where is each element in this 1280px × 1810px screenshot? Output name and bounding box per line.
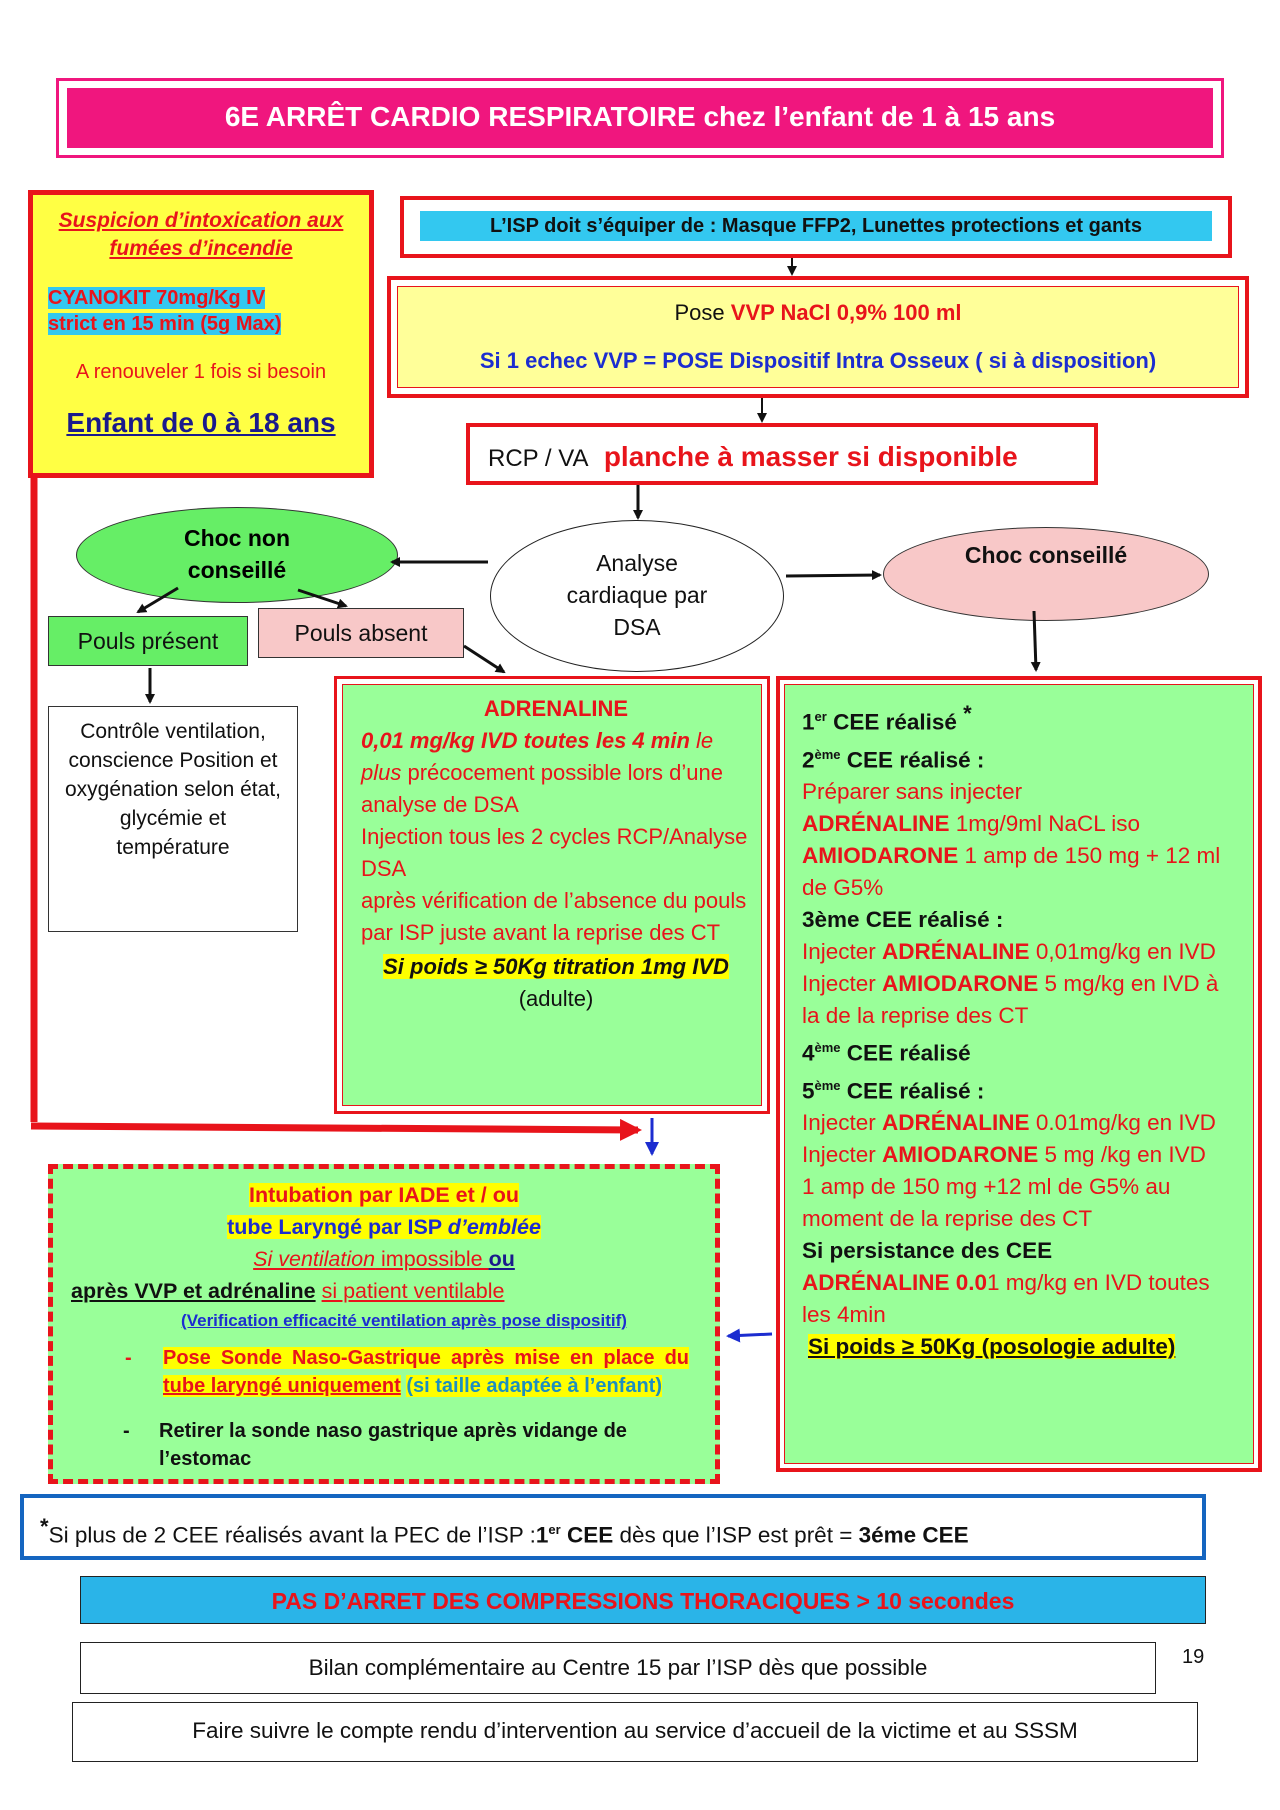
cee-box: 1er CEE réalisé * 2ème CEE réalisé : Pré… <box>776 676 1262 1472</box>
cee-5: 5ème CEE réalisé : <box>802 1077 985 1104</box>
adrenaline-dose: 0,01 mg/kg IVD toutes les 4 min le plus … <box>361 728 723 817</box>
cyanokit-line-2: strict en 15 min (5g Max) <box>48 313 282 335</box>
intub-l6: - Pose Sonde Naso-Gastrique après mise e… <box>125 1347 689 1397</box>
page-number: 19 <box>1182 1646 1205 1668</box>
cee-amio-3: Injecter AMIODARONE 5 mg/kg en IVD à la … <box>802 971 1219 1028</box>
cee-poids: Si poids ≥ 50Kg (posologie adulte) <box>808 1334 1176 1359</box>
pas-arret-banner: PAS D’ARRET DES COMPRESSIONS THORACIQUES… <box>80 1576 1206 1624</box>
vvp-box: Pose VVP NaCl 0,9% 100 ml Si 1 echec VVP… <box>387 276 1249 398</box>
intub-l1: Intubation par IADE et / ou <box>249 1183 519 1207</box>
adrenaline-box: ADRENALINE 0,01 mg/kg IVD toutes les 4 m… <box>334 676 770 1114</box>
cee-amio-prep: AMIODARONE 1 amp de 150 mg + 12 ml de G5… <box>802 843 1221 900</box>
choc-conseille-ellipse: Choc conseillé <box>883 527 1209 621</box>
footnote-text: *Si plus de 2 CEE réalisés avant la PEC … <box>40 1514 969 1548</box>
cee-4: 4ème CEE réalisé <box>802 1040 971 1066</box>
intub-l7: - Retirer la sonde naso gastrique après … <box>123 1420 627 1470</box>
cee-3: 3ème CEE réalisé : <box>802 907 1004 932</box>
intox-box: Suspicion d’intoxication aux fumées d’in… <box>28 190 374 478</box>
adrenaline-cycles: Injection tous les 2 cycles RCP/Analyse … <box>361 824 748 881</box>
cee-adr-persist: ADRÉNALINE 0.01 mg/kg en IVD toutes les … <box>802 1270 1210 1327</box>
rcp-planche: planche à masser si disponible <box>603 441 1018 472</box>
cee-1: 1er CEE réalisé * <box>802 701 972 735</box>
cee-amp: 1 amp de 150 mg +12 ml de G5% au moment … <box>802 1174 1171 1231</box>
intubation-box: Intubation par IADE et / ou tube Laryngé… <box>48 1164 720 1484</box>
rcp-label: RCP / VA <box>488 445 588 472</box>
intub-l2: tube Laryngé par ISP d’emblée <box>227 1215 541 1239</box>
cyanokit-line-1: CYANOKIT 70mg/Kg IV <box>48 287 266 309</box>
vvp-fail: Si 1 echec VVP = POSE Dispositif Intra O… <box>479 348 1157 373</box>
equip-text: L’ISP doit s’équiper de : Masque FFP2, L… <box>420 211 1212 241</box>
pouls-absent-box: Pouls absent <box>258 608 464 658</box>
age-text: Enfant de 0 à 18 ans <box>66 407 336 438</box>
adrenaline-poids: Si poids ≥ 50Kg titration 1mg IVD (adult… <box>383 954 729 1011</box>
pouls-present-box: Pouls présent <box>48 616 248 666</box>
analyse-ellipse: Analyse cardiaque par DSA <box>490 520 784 672</box>
adrenaline-heading: ADRENALINE <box>483 696 629 721</box>
adrenaline-verif: après vérification de l’absence du pouls… <box>361 888 747 945</box>
rcp-box: RCP / VA planche à masser si disponible <box>466 423 1098 485</box>
cee-adr-5: Injecter ADRÉNALINE 0.01mg/kg en IVD <box>802 1110 1216 1135</box>
cee-persist: Si persistance des CEE <box>802 1238 1053 1263</box>
intub-l4: après VVP et adrénaline si patient venti… <box>71 1279 505 1303</box>
intub-l3: Si ventilation impossible ou <box>253 1247 515 1271</box>
renew-text: A renouveler 1 fois si besoin <box>75 361 327 383</box>
equip-box: L’ISP doit s’équiper de : Masque FFP2, L… <box>400 196 1232 258</box>
cee-amio-5: Injecter AMIODARONE 5 mg /kg en IVD <box>802 1142 1206 1167</box>
vvp-pose: Pose VVP NaCl 0,9% 100 ml <box>674 300 962 325</box>
intox-heading: Suspicion d’intoxication aux fumées d’in… <box>58 209 344 260</box>
bilan-box: Bilan complémentaire au Centre 15 par l’… <box>80 1642 1156 1694</box>
choc-non-ellipse: Choc non conseillé <box>76 507 398 603</box>
title-banner: 6E ARRÊT CARDIO RESPIRATOIRE chez l’enfa… <box>56 78 1224 158</box>
cee-adr-prep: ADRÉNALINE 1mg/9ml NaCL iso <box>802 811 1140 836</box>
compte-rendu-box: Faire suivre le compte rendu d’intervent… <box>72 1702 1198 1762</box>
controle-box: Contrôle ventilation, conscience Positio… <box>48 706 298 932</box>
cee-2: 2ème CEE réalisé : <box>802 746 985 773</box>
page-title: 6E ARRÊT CARDIO RESPIRATOIRE chez l’enfa… <box>224 101 1056 132</box>
intub-l5: (Verification efficacité ventilation apr… <box>181 1311 627 1330</box>
cee-adr-3: Injecter ADRÉNALINE 0,01mg/kg en IVD <box>802 939 1216 964</box>
footnote-box: *Si plus de 2 CEE réalisés avant la PEC … <box>20 1494 1206 1560</box>
cee-prep: Préparer sans injecter <box>802 779 1023 804</box>
